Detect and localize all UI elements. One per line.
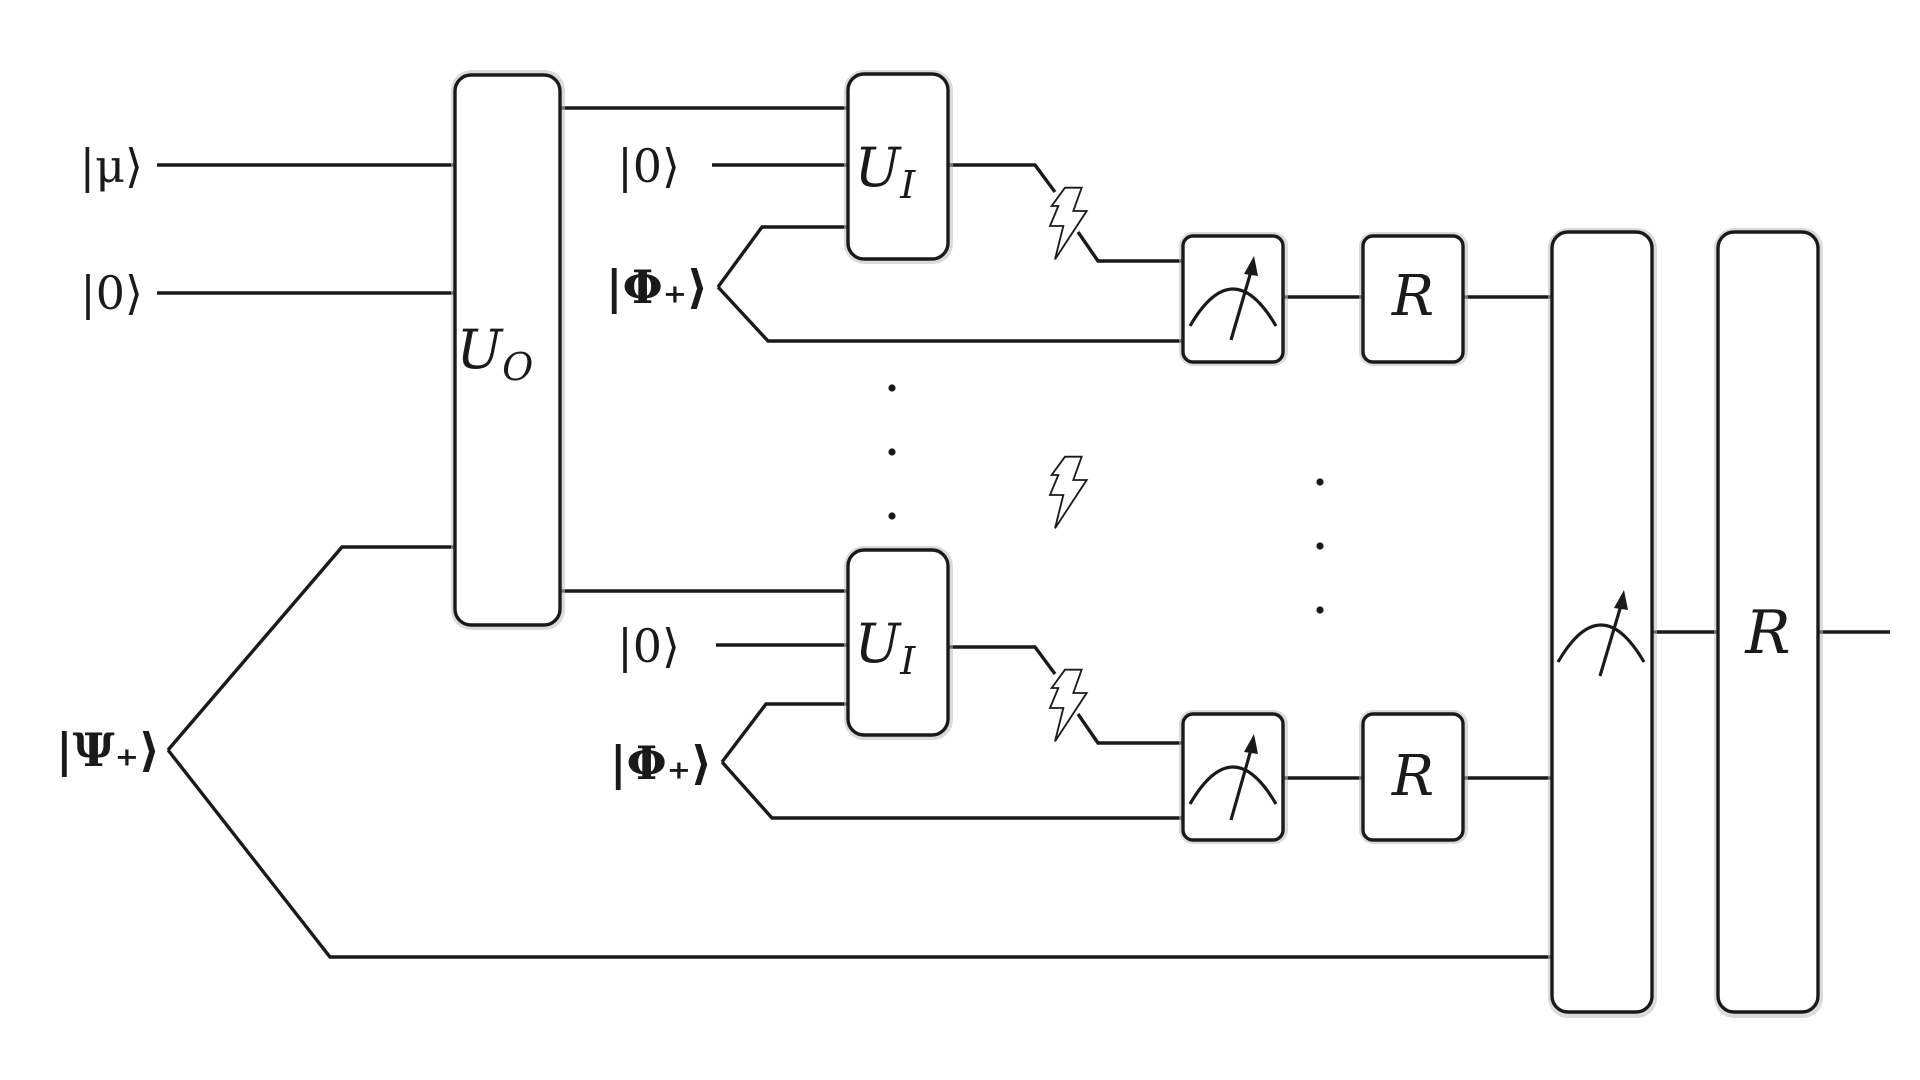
- inner-unitary-upper-sub: I: [899, 163, 916, 207]
- meter-icon: [1188, 256, 1278, 341]
- gate-inner-unitary-lower: UI: [844, 546, 953, 740]
- gate-recovery-upper: R: [1359, 232, 1468, 366]
- svg-text:UI: UI: [855, 136, 917, 207]
- phi-plus-upper-label: |Φ₊⟩: [606, 260, 708, 314]
- recovery-upper-label: R: [1391, 264, 1434, 329]
- wire-noise-lower-to-meter: [1076, 713, 1183, 745]
- gate-outer-unitary: UO: [451, 70, 565, 630]
- inner-unitary-upper-base: U: [855, 136, 902, 199]
- input-mu-label: |μ⟩: [80, 139, 143, 193]
- measurement-final: [1548, 228, 1657, 1018]
- wire-ui-lower-to-meter: [948, 645, 1057, 676]
- lightning-bolt-icon: [1049, 455, 1088, 530]
- meter-icon: [1188, 734, 1278, 821]
- outer-unitary-base: U: [457, 318, 504, 381]
- measurement-lower: [1179, 710, 1288, 844]
- vertical-ellipsis-left: [888, 384, 896, 520]
- input-zero-top-label: |0⟩: [80, 266, 143, 320]
- wire-phi-lower-top: [720, 702, 848, 764]
- gate-inner-unitary-upper: UI: [844, 70, 953, 264]
- wire-psi-upper-branch: [166, 545, 455, 752]
- outer-unitary-sub: O: [502, 345, 533, 389]
- lightning-bolt-icon: [1049, 668, 1088, 743]
- wire-phi-upper-bottom: [716, 285, 1183, 343]
- gate-recovery-final: R: [1714, 228, 1823, 1018]
- recovery-final-label: R: [1744, 598, 1790, 668]
- svg-text:UI: UI: [855, 612, 917, 683]
- measurement-upper: [1179, 232, 1288, 366]
- ancilla-zero-lower-label: |0⟩: [617, 619, 680, 673]
- wire-phi-upper-top: [716, 225, 848, 289]
- recovery-lower-label: R: [1391, 744, 1434, 809]
- wire-phi-lower-bottom: [720, 760, 1183, 820]
- inner-unitary-lower-sub: I: [899, 639, 916, 683]
- inner-unitary-lower-base: U: [855, 612, 902, 675]
- wires: [157, 106, 1890, 959]
- wire-psi-lower-branch: [166, 748, 1552, 959]
- ancilla-zero-upper-label: |0⟩: [617, 139, 680, 193]
- lightning-bolt-icon: [1049, 186, 1088, 261]
- wire-noise-upper-to-meter: [1076, 231, 1183, 263]
- phi-plus-lower-label: |Φ₊⟩: [610, 736, 712, 790]
- vertical-ellipsis-right: [1316, 478, 1324, 614]
- meter-icon: [1556, 590, 1646, 677]
- svg-text:UO: UO: [457, 318, 534, 389]
- wire-ui-upper-to-meter: [948, 163, 1057, 194]
- gate-recovery-lower: R: [1359, 710, 1468, 844]
- input-psi-plus-label: |Ψ₊⟩: [56, 723, 160, 777]
